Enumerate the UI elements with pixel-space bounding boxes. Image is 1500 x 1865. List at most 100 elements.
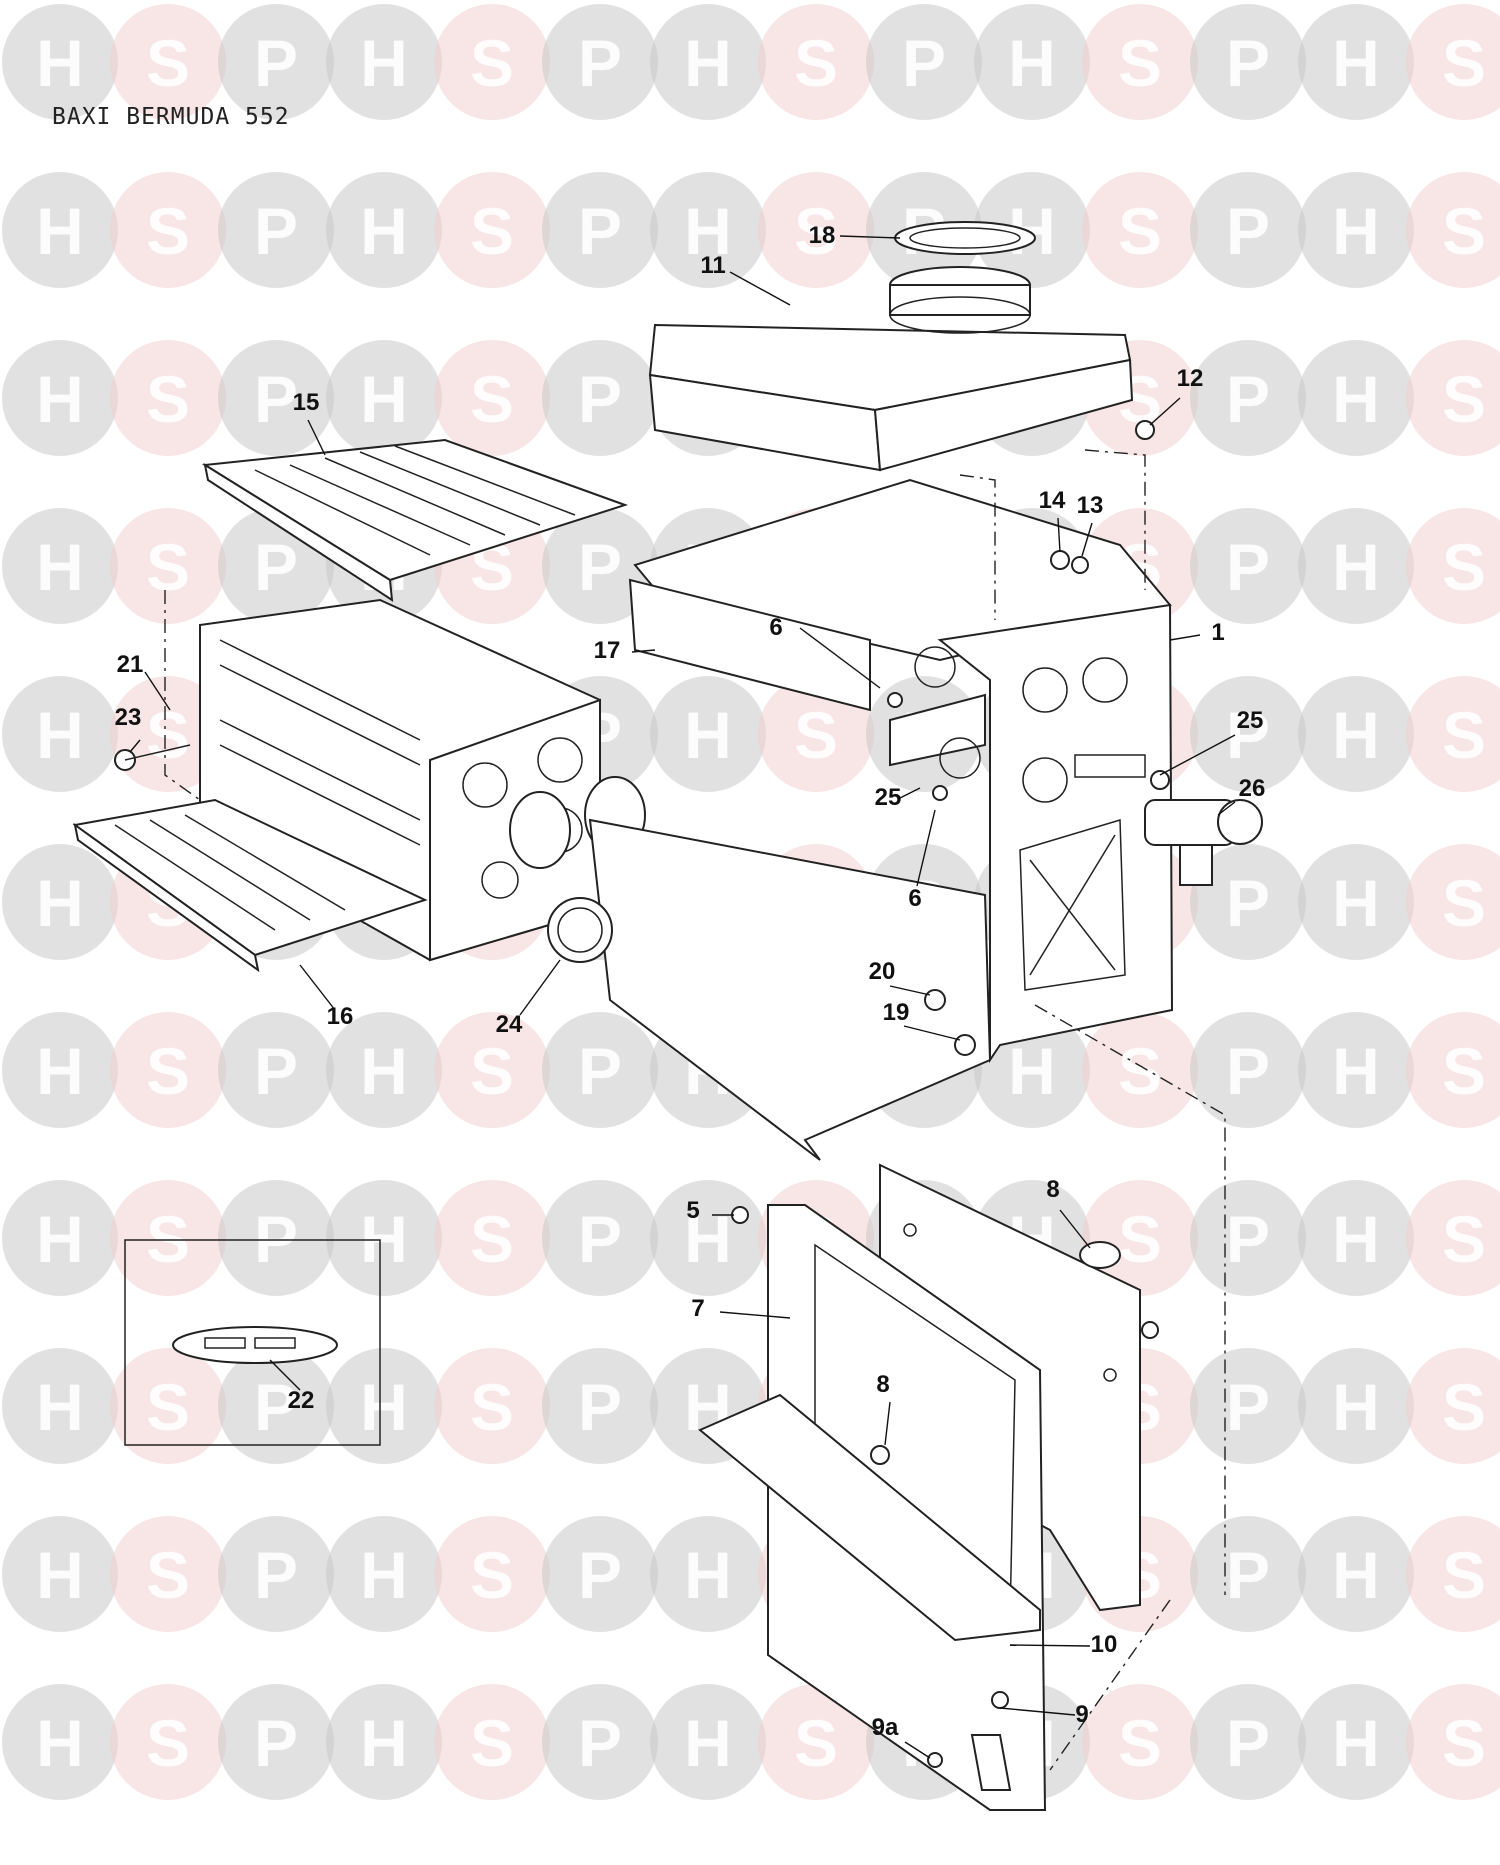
watermark-disc: [1190, 4, 1306, 120]
watermark-letter: S: [470, 1538, 514, 1612]
watermark-letter: P: [578, 26, 622, 100]
watermark-letter: P: [254, 26, 298, 100]
watermark-disc: [2, 844, 118, 960]
watermark-disc: [434, 1684, 550, 1800]
callout-label: 22: [288, 1387, 315, 1414]
watermark-letter: S: [1118, 1706, 1162, 1780]
watermark-disc: [2, 1180, 118, 1296]
watermark-disc: [974, 172, 1090, 288]
watermark-disc: [434, 340, 550, 456]
watermark-letter: H: [36, 1034, 84, 1108]
callout-leader-line: [1169, 634, 1201, 641]
callout-leader-line: [799, 627, 881, 689]
watermark-letter: P: [578, 1202, 622, 1276]
watermark-disc: [2, 1012, 118, 1128]
watermark-letter: H: [36, 26, 84, 100]
watermark-letter: H: [36, 1202, 84, 1276]
watermark-disc: [1406, 172, 1500, 288]
watermark-letter: P: [254, 362, 298, 436]
watermark-letter: H: [1008, 1034, 1056, 1108]
watermark-disc: [218, 1180, 334, 1296]
watermark-disc: [1406, 4, 1500, 120]
watermark-letter: S: [470, 362, 514, 436]
watermark-letter: H: [1332, 1538, 1380, 1612]
watermark-disc: [542, 340, 658, 456]
diagram-title: BAXI BERMUDA 552: [52, 104, 290, 130]
watermark-letter: H: [36, 866, 84, 940]
watermark-disc: [1298, 340, 1414, 456]
watermark-letter: H: [1332, 1202, 1380, 1276]
watermark-disc: [110, 340, 226, 456]
watermark-disc: [1082, 172, 1198, 288]
watermark-disc: [218, 4, 334, 120]
watermark-disc: [110, 1180, 226, 1296]
callout-leader-line: [129, 739, 141, 753]
watermark-letter: S: [470, 1370, 514, 1444]
watermark-letter: P: [1226, 194, 1270, 268]
callout-label: 8: [1046, 1176, 1059, 1203]
callout-label: 9a: [872, 1714, 899, 1741]
flue-ring-part: [894, 221, 1036, 255]
watermark-disc: [110, 508, 226, 624]
watermark-letter: P: [578, 530, 622, 604]
watermark-letter: S: [794, 698, 838, 772]
watermark-disc: [542, 508, 658, 624]
callout-leader-line: [1057, 517, 1061, 553]
callout-label: 14: [1039, 487, 1066, 514]
main-case-part: [588, 478, 1174, 1161]
callout-label: 9: [1075, 1701, 1088, 1728]
callout-leader-line: [903, 1025, 961, 1041]
callout-label: 6: [769, 614, 782, 641]
callout-label: 8: [876, 1371, 889, 1398]
front-panel-part: [698, 1204, 1121, 1811]
gasket-part: [547, 897, 613, 963]
watermark-letter: S: [1442, 866, 1486, 940]
watermark-disc: [1190, 1012, 1306, 1128]
watermark-letter: H: [360, 194, 408, 268]
callout-leader-line: [1217, 801, 1236, 816]
watermark-disc: [1298, 1180, 1414, 1296]
watermark-disc: [1406, 1516, 1500, 1632]
watermark-disc: [542, 1516, 658, 1632]
watermark-letter: P: [1226, 1706, 1270, 1780]
pipe-connector-part: [1144, 799, 1263, 886]
watermark-disc: [110, 172, 226, 288]
callout-leader-line: [307, 419, 326, 456]
callout-label: 16: [327, 1003, 354, 1030]
callout-leader-line: [899, 787, 921, 799]
watermark-letter: S: [1118, 194, 1162, 268]
callout-leader-line: [916, 809, 936, 887]
watermark-disc: [110, 1012, 226, 1128]
watermark-letter: S: [470, 1202, 514, 1276]
watermark-disc: [1082, 1180, 1198, 1296]
callout-leader-line: [889, 985, 931, 996]
watermark-letter: H: [360, 1538, 408, 1612]
watermark-letter: S: [1118, 26, 1162, 100]
watermark-letter: S: [146, 1538, 190, 1612]
watermark-letter: H: [684, 1538, 732, 1612]
watermark-letter: H: [360, 1202, 408, 1276]
watermark-letter: S: [794, 1706, 838, 1780]
callout-leader-line: [1149, 397, 1181, 426]
watermark-letter: S: [1442, 26, 1486, 100]
watermark-letter: H: [684, 1706, 732, 1780]
watermark-letter: H: [1332, 1370, 1380, 1444]
callout-label: 6: [908, 885, 921, 912]
callout-leader-line: [299, 964, 336, 1011]
watermark-letter: P: [254, 1202, 298, 1276]
watermark-disc: [650, 676, 766, 792]
watermark-letter: S: [146, 1202, 190, 1276]
watermark-disc: [110, 4, 226, 120]
watermark-disc: [218, 1348, 334, 1464]
watermark-disc: [2, 340, 118, 456]
watermark-disc: [542, 1012, 658, 1128]
watermark-disc: [1190, 1516, 1306, 1632]
top-cover-part: [648, 266, 1134, 472]
watermark-disc: [1298, 676, 1414, 792]
watermark-letter: H: [36, 1538, 84, 1612]
callout-leader-line: [631, 649, 656, 653]
watermark-letter: S: [1442, 1370, 1486, 1444]
watermark-letter: P: [1226, 698, 1270, 772]
watermark-letter: H: [1332, 194, 1380, 268]
